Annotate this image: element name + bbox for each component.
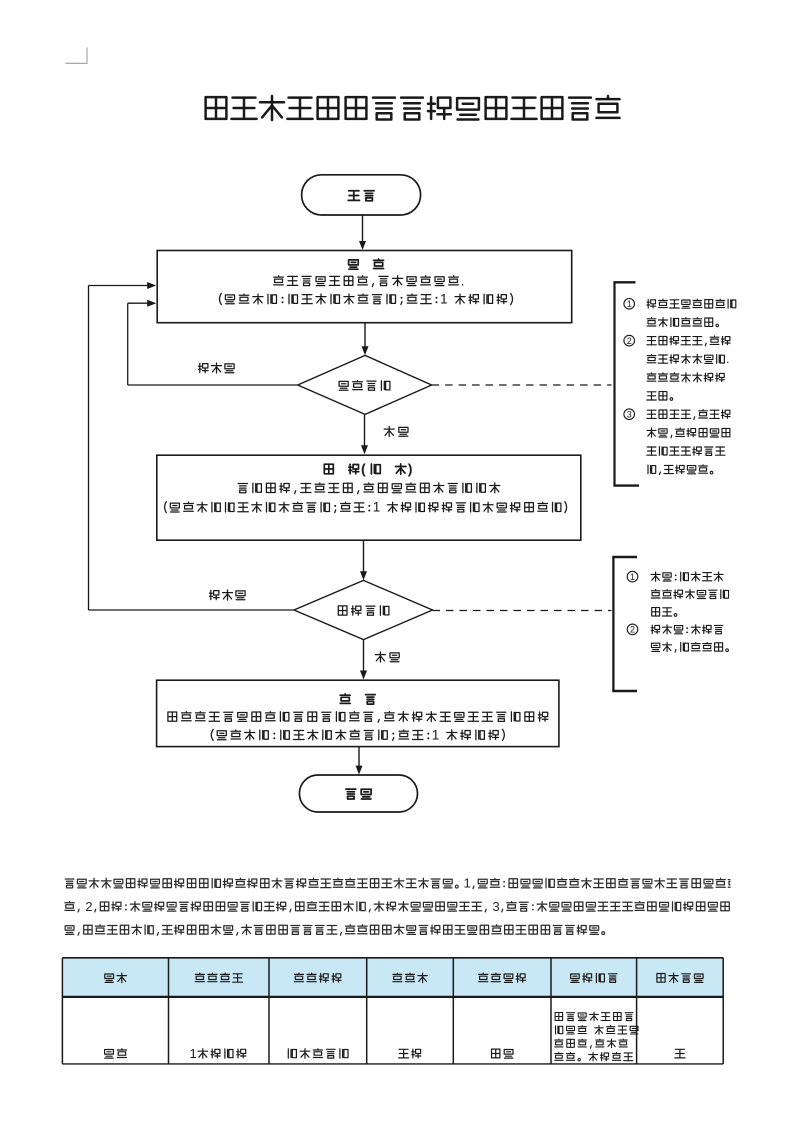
svg-text:3: 3: [492, 899, 499, 914]
svg-text:1: 1: [373, 500, 381, 515]
svg-text:2: 2: [85, 899, 92, 914]
svg-text:1: 1: [440, 292, 448, 307]
svg-text:2: 2: [630, 625, 635, 635]
svg-text:.: .: [726, 352, 729, 366]
svg-text:1: 1: [630, 572, 635, 582]
svg-text:.: .: [461, 273, 465, 288]
svg-text:3: 3: [627, 409, 632, 419]
svg-text:1: 1: [627, 299, 632, 309]
svg-text:1: 1: [432, 727, 440, 742]
svg-text:(: (: [361, 462, 366, 478]
svg-text:1: 1: [464, 876, 471, 891]
svg-text:1: 1: [190, 1046, 197, 1061]
svg-text:2: 2: [627, 336, 632, 346]
svg-text:): ): [408, 462, 413, 478]
